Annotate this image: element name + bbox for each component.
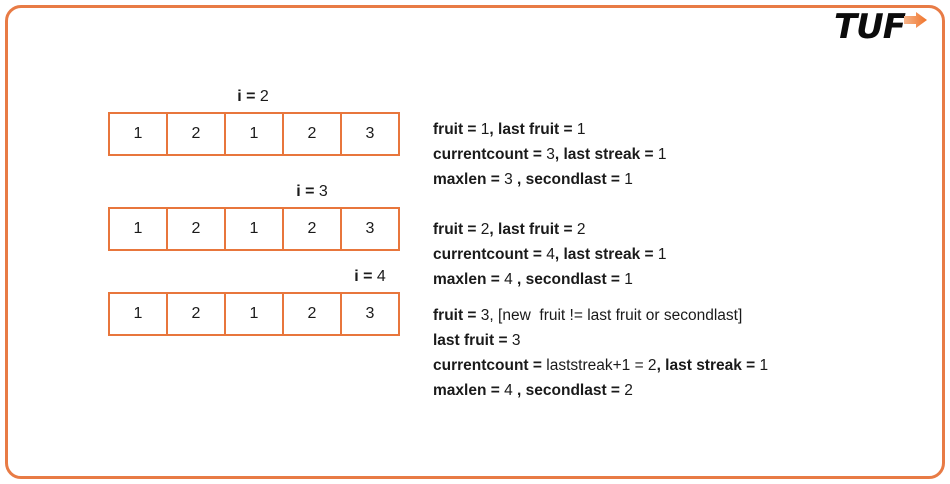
array-visualization-step-2: i = 3 1 2 1 2 3 xyxy=(108,181,400,251)
state-value: 4 xyxy=(546,246,555,263)
state-line: currentcount = 3, last streak = 1 xyxy=(433,142,933,167)
state-key: , last streak = xyxy=(656,357,760,374)
state-line: fruit = 1, last fruit = 1 xyxy=(433,117,933,142)
state-value: 3 xyxy=(504,171,518,188)
array-cell[interactable]: 2 xyxy=(168,114,226,154)
state-key: , last fruit = xyxy=(489,221,577,238)
state-key: fruit = xyxy=(433,121,481,138)
state-key: last fruit = xyxy=(433,332,512,349)
array-cell[interactable]: 2 xyxy=(168,209,226,249)
logo-wordmark: TUF xyxy=(833,7,906,47)
array-row: 1 2 1 2 3 xyxy=(108,207,400,251)
state-key: , secondlast = xyxy=(517,271,625,288)
state-key: fruit = xyxy=(433,307,481,324)
index-label-2: i = 3 xyxy=(108,181,400,203)
array-cell[interactable]: 2 xyxy=(284,209,342,249)
state-value: 1 xyxy=(576,121,586,138)
state-key: , last streak = xyxy=(554,246,658,263)
state-key: fruit = xyxy=(433,221,481,238)
state-value: 3 xyxy=(546,146,555,163)
state-line: currentcount = laststreak+1 = 2, last st… xyxy=(433,353,933,378)
index-eq-2: = xyxy=(305,183,315,200)
state-line: maxlen = 3 , secondlast = 1 xyxy=(433,167,933,192)
array-visualization-step-1: i = 2 1 2 1 2 3 xyxy=(108,86,400,156)
state-value: 1 xyxy=(657,246,667,263)
array-cell[interactable]: 2 xyxy=(168,294,226,334)
index-var-2: i xyxy=(296,183,301,200)
state-line: maxlen = 4 , secondlast = 2 xyxy=(433,378,933,403)
state-key: currentcount = xyxy=(433,357,547,374)
array-row: 1 2 1 2 3 xyxy=(108,292,400,336)
state-line: currentcount = 4, last streak = 1 xyxy=(433,242,933,267)
state-value: 1 xyxy=(624,171,633,188)
array-cell[interactable]: 1 xyxy=(226,294,284,334)
array-cell[interactable]: 1 xyxy=(226,209,284,249)
state-block-3: fruit = 3, [new fruit != last fruit or s… xyxy=(433,303,933,403)
state-value: 2 xyxy=(576,221,586,238)
state-value: 1 xyxy=(759,357,769,374)
state-value: 4 xyxy=(504,271,518,288)
index-eq-3: = xyxy=(363,268,373,285)
state-key: currentcount = xyxy=(433,146,547,163)
array-cell[interactable]: 1 xyxy=(110,294,168,334)
arrow-right-icon xyxy=(902,11,928,34)
state-key: maxlen = xyxy=(433,171,505,188)
state-line: maxlen = 4 , secondlast = 1 xyxy=(433,267,933,292)
state-key: , secondlast = xyxy=(517,171,625,188)
index-var-3: i xyxy=(354,268,359,285)
array-cell[interactable]: 3 xyxy=(342,114,398,154)
state-key: maxlen = xyxy=(433,271,505,288)
state-value: 1 xyxy=(657,146,667,163)
index-label-3: i = 4 xyxy=(108,266,400,288)
array-cell[interactable]: 3 xyxy=(342,209,398,249)
state-key: currentcount = xyxy=(433,246,547,263)
array-cell[interactable]: 1 xyxy=(226,114,284,154)
state-value: 1 xyxy=(480,121,490,138)
index-value-1: 2 xyxy=(259,88,269,105)
array-cell[interactable]: 1 xyxy=(110,114,168,154)
state-value: 4 xyxy=(504,382,518,399)
array-row: 1 2 1 2 3 xyxy=(108,112,400,156)
state-value: 2 xyxy=(480,221,490,238)
state-line: last fruit = 3 xyxy=(433,328,933,353)
state-value: 2 xyxy=(624,382,633,399)
state-key: , secondlast = xyxy=(517,382,625,399)
state-value: laststreak+1 = 2 xyxy=(546,357,657,374)
state-line: fruit = 3, [new fruit != last fruit or s… xyxy=(433,303,933,328)
index-label-1: i = 2 xyxy=(108,86,400,108)
tuf-logo: TUF xyxy=(834,10,928,44)
array-cell[interactable]: 3 xyxy=(342,294,398,334)
index-eq-1: = xyxy=(246,88,256,105)
index-value-2: 3 xyxy=(318,183,328,200)
array-cell[interactable]: 2 xyxy=(284,294,342,334)
index-value-3: 4 xyxy=(376,268,386,285)
state-value: 3 xyxy=(511,332,521,349)
state-value: 1 xyxy=(624,271,633,288)
array-cell[interactable]: 2 xyxy=(284,114,342,154)
state-key: , last fruit = xyxy=(489,121,577,138)
state-value: 3, [new fruit != last fruit or secondlas… xyxy=(480,307,743,324)
state-key: maxlen = xyxy=(433,382,505,399)
index-var-1: i xyxy=(237,88,242,105)
state-line: fruit = 2, last fruit = 2 xyxy=(433,217,933,242)
array-visualization-step-3: i = 4 1 2 1 2 3 xyxy=(108,266,400,336)
state-key: , last streak = xyxy=(554,146,658,163)
array-cell[interactable]: 1 xyxy=(110,209,168,249)
